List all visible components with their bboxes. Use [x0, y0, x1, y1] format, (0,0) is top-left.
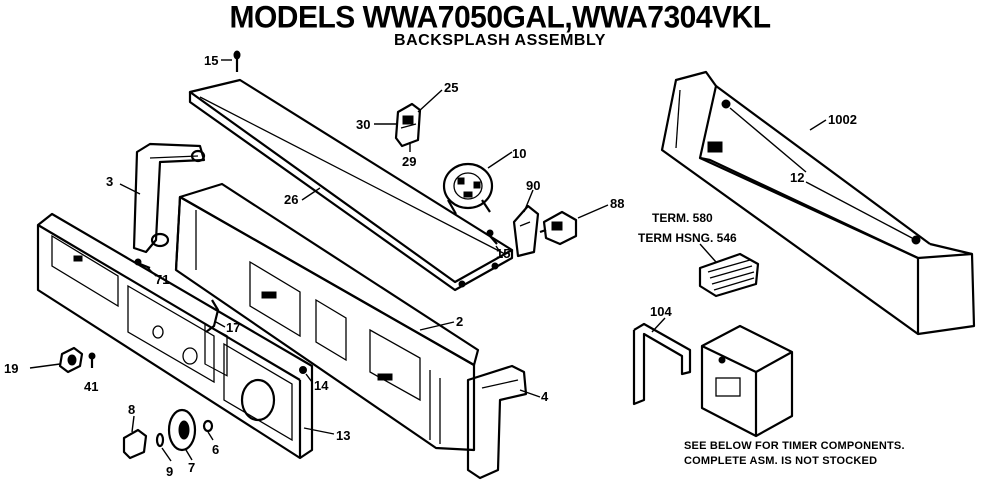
part-6-ring: [202, 419, 214, 433]
part-4-right-endcap: [466, 364, 528, 480]
label-part-90: 90: [526, 178, 540, 193]
label-part-104: 104: [650, 304, 672, 319]
part-13-control-panel: [36, 212, 314, 460]
part-15-screw-small: [486, 229, 498, 245]
part-25-bracket: [394, 102, 422, 148]
part-41-clip: [88, 352, 96, 368]
label-part-17: 17: [226, 320, 240, 335]
label-part-25: 25: [444, 80, 458, 95]
label-part-4: 4: [541, 389, 549, 404]
diagram-title: MODELS WWA7050GAL,WWA7304VKL: [229, 0, 771, 35]
part-19-knob: [58, 346, 84, 374]
part-17-bracket: [205, 299, 220, 333]
label-term-580: TERM. 580: [652, 211, 713, 225]
footnote-not-stocked: COMPLETE ASM. IS NOT STOCKED: [684, 455, 878, 467]
part-7-dial: [167, 408, 197, 452]
label-part-1002: 1002: [828, 112, 857, 127]
part-26-top-cap: [188, 78, 514, 292]
label-part-41: 41: [84, 379, 98, 394]
label-part-7: 7: [188, 460, 195, 475]
label-part-2: 2: [456, 314, 463, 329]
label-part-3: 3: [106, 174, 113, 189]
label-part-10: 10: [512, 146, 526, 161]
part-10-selector-switch: [442, 162, 494, 215]
label-part-71: 71: [155, 272, 169, 287]
label-part-14: 14: [314, 378, 329, 393]
label-part-15-small: 15: [496, 246, 510, 261]
label-part-88: 88: [610, 196, 624, 211]
label-part-12: 12: [790, 170, 804, 185]
label-term-housing-546: TERM HSNG. 546: [638, 231, 737, 245]
part-9-spring: [155, 432, 165, 448]
part-90-bracket: [512, 204, 540, 258]
part-15-screw-top: [233, 50, 241, 72]
label-part-29: 29: [402, 154, 416, 169]
part-14-screw: [299, 366, 307, 374]
label-part-19: 19: [4, 361, 18, 376]
part-104-bracket: [632, 322, 692, 406]
footnote-timer-components: SEE BELOW FOR TIMER COMPONENTS.: [684, 440, 905, 452]
label-part-30: 30: [356, 117, 370, 132]
label-part-6: 6: [212, 442, 219, 457]
label-part-8: 8: [128, 402, 135, 417]
part-3-left-endcap: [132, 142, 206, 254]
part-1002-rear-panel: [660, 70, 976, 336]
part-2-console-housing: [174, 182, 480, 452]
part-88-switch: [539, 210, 578, 246]
part-71-screw: [134, 258, 151, 270]
terminal-block: [698, 252, 760, 298]
diagram-subtitle: BACKSPLASH ASSEMBLY: [394, 32, 606, 49]
timer-assembly: [700, 324, 794, 438]
label-part-9: 9: [166, 464, 173, 479]
label-part-26: 26: [284, 192, 298, 207]
label-part-13: 13: [336, 428, 350, 443]
label-part-15-top: 15: [204, 53, 218, 68]
part-8-knob: [122, 428, 148, 460]
